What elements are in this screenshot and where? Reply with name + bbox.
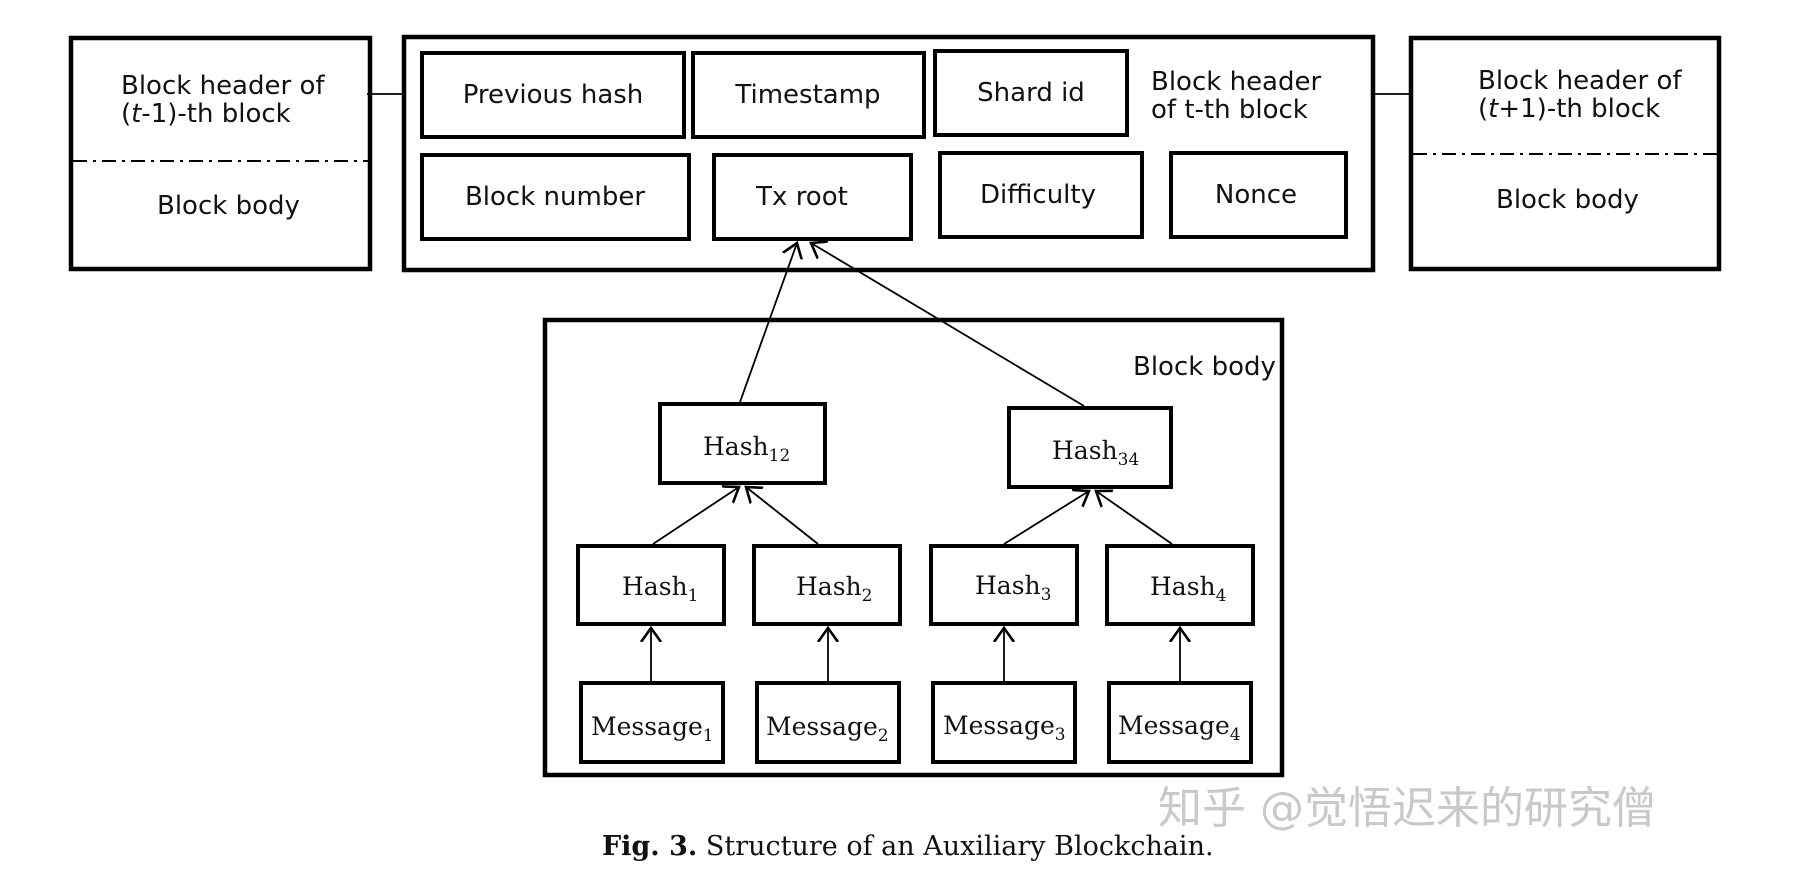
next-block-header-line2: (t+1)-th block (1478, 94, 1660, 124)
next-block: Block header of (t+1)-th block Block bod… (1408, 35, 1722, 272)
next-block-body-label: Block body (1496, 185, 1639, 215)
message4-label: Message4 (1118, 711, 1241, 745)
message2-label: Message2 (766, 712, 889, 746)
hash34-node (1007, 406, 1173, 489)
current-block-header: Previous hash Timestamp Shard id Block h… (401, 34, 1376, 273)
arrow-hash34-txroot (811, 243, 1085, 407)
watermark: 知乎 @觉悟迟来的研究僧 (1158, 783, 1656, 834)
arrow-hash3-hash34 (1003, 491, 1089, 545)
field-difficulty (938, 151, 1144, 239)
field-difficulty-label: Difficulty (980, 180, 1096, 210)
field-shard-id-label: Shard id (977, 78, 1085, 108)
merkle-block-body: Block body Hash12 Hash34 Hash1 Hash2 Has… (542, 243, 1285, 778)
merkle-block-body-label: Block body (1133, 352, 1276, 382)
field-tx-root-label: Tx root (755, 182, 848, 212)
hash2-node (752, 544, 902, 626)
figure-caption-label: Fig. 3. (602, 831, 697, 862)
prev-block: Block header of (t-1)-th block Block bod… (68, 35, 373, 272)
message2-node (755, 681, 901, 764)
field-previous-hash-label: Previous hash (463, 80, 644, 110)
message1-node (579, 681, 725, 764)
hash4-label: Hash4 (1150, 572, 1226, 606)
field-nonce-label: Nonce (1215, 180, 1297, 210)
prev-block-frame (68, 35, 373, 272)
hash2-label: Hash2 (796, 572, 872, 606)
field-timestamp (691, 51, 926, 139)
hash12-node (658, 402, 827, 485)
field-nonce (1169, 151, 1348, 239)
message1-label: Message1 (591, 712, 714, 746)
prev-block-body-label: Block body (157, 191, 300, 221)
message3-node (931, 681, 1077, 764)
figure-caption: Fig. 3. Structure of an Auxiliary Blockc… (602, 831, 1214, 862)
hash34-label: Hash34 (1052, 436, 1139, 470)
field-previous-hash (420, 51, 686, 139)
field-timestamp-label: Timestamp (734, 80, 880, 110)
current-block-header-line1: Block header (1151, 67, 1321, 97)
figure-caption-text: Structure of an Auxiliary Blockchain. (697, 831, 1213, 862)
hash1-label: Hash1 (622, 572, 698, 606)
prev-block-header-line2: (t-1)-th block (121, 99, 291, 129)
field-shard-id (933, 49, 1129, 137)
message3-label: Message3 (943, 711, 1066, 745)
prev-block-header-line1: Block header of (121, 71, 325, 101)
hash3-node (929, 544, 1079, 626)
next-block-header-line1: Block header of (1478, 66, 1682, 96)
field-block-number (420, 153, 691, 241)
hash12-label: Hash12 (703, 432, 790, 466)
field-block-number-label: Block number (465, 182, 645, 212)
message4-node (1107, 681, 1253, 764)
hash4-node (1105, 544, 1255, 626)
current-block-header-line2: of t-th block (1151, 95, 1308, 125)
field-tx-root (712, 153, 913, 241)
arrow-hash4-hash34 (1096, 491, 1173, 545)
arrow-hash2-hash12 (746, 487, 819, 545)
hash3-label: Hash3 (975, 571, 1051, 605)
arrow-hash12-txroot (739, 243, 797, 403)
hash1-node (576, 544, 726, 626)
arrow-hash1-hash12 (652, 487, 739, 545)
